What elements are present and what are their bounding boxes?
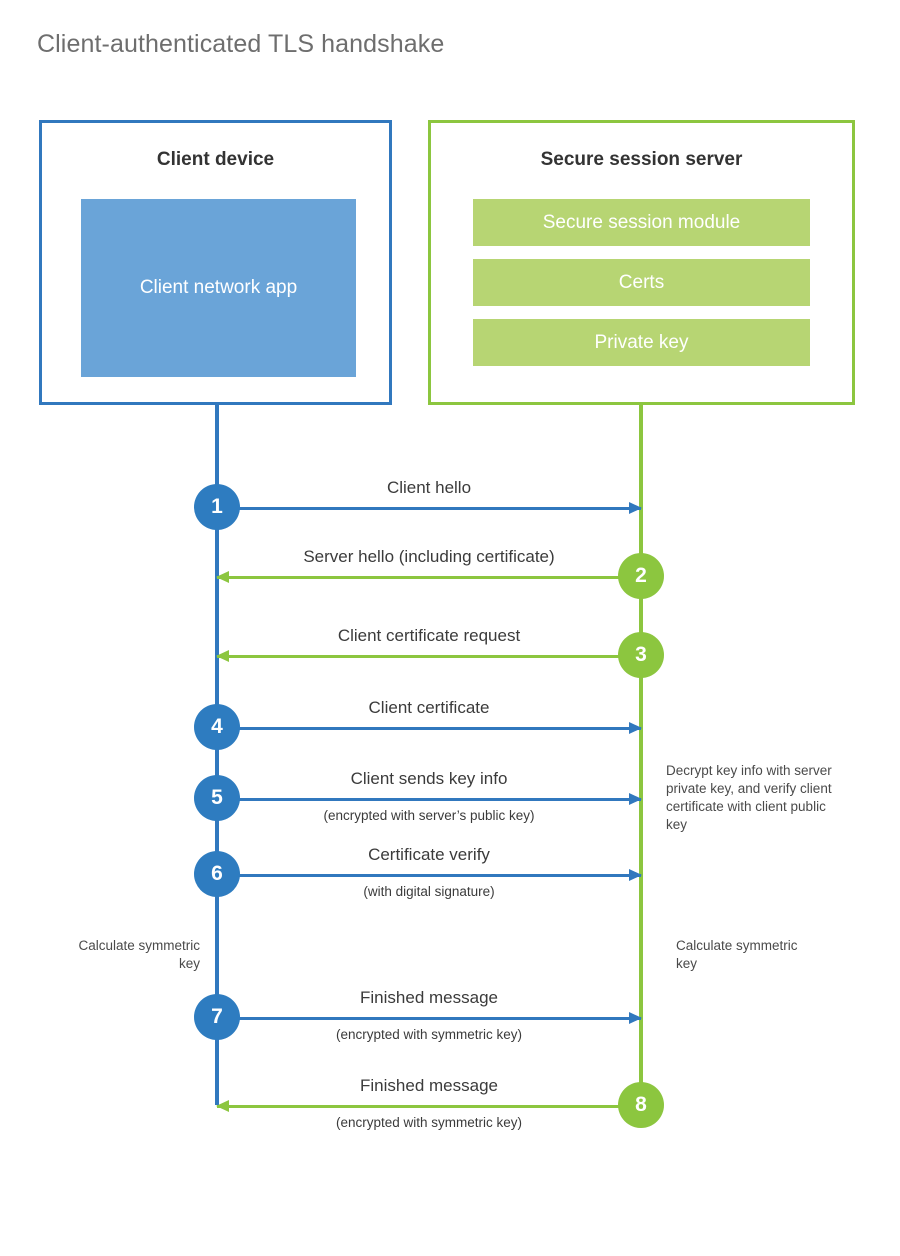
message-8-sublabel: (encrypted with symmetric key) xyxy=(335,1115,523,1130)
arrow-left-icon xyxy=(216,650,229,662)
message-7-label: Finished message xyxy=(360,988,498,1007)
message-6-label: Certificate verify xyxy=(368,845,490,864)
note-client-calculate-symmetric-key: Calculate symmetric key xyxy=(78,938,200,971)
client-device-box: Client device Client network app xyxy=(39,120,392,405)
message-5-label: Client sends key info xyxy=(350,769,508,788)
secure-session-server-title: Secure session server xyxy=(540,149,743,170)
message-6-sublabel: (with digital signature) xyxy=(363,884,495,899)
note-server-decrypt: Decrypt key info with server private key… xyxy=(666,763,832,832)
server-lifeline xyxy=(639,405,643,1105)
server-component-secure-session-module: Secure session module xyxy=(473,199,810,246)
client-device-title: Client device xyxy=(156,149,275,170)
arrow-left-icon xyxy=(216,571,229,583)
client-lifeline xyxy=(215,405,219,1105)
message-1-label: Client hello xyxy=(386,478,472,497)
step-circle-4: 4 xyxy=(194,704,240,750)
message-4-line xyxy=(217,722,642,734)
message-2-line xyxy=(216,571,641,583)
message-7-sublabel: (encrypted with symmetric key) xyxy=(335,1027,523,1042)
message-4-label: Client certificate xyxy=(368,698,490,717)
message-5-sublabel: (encrypted with server’s public key) xyxy=(323,808,535,823)
server-component-private-key: Private key xyxy=(473,319,810,366)
step-circle-6: 6 xyxy=(194,851,240,897)
arrow-left-icon xyxy=(216,1100,229,1112)
arrow-right-icon xyxy=(629,722,642,734)
message-8-line xyxy=(216,1100,641,1112)
step-circle-2: 2 xyxy=(618,553,664,599)
step-circle-1: 1 xyxy=(194,484,240,530)
secure-session-server-box: Secure session server Secure session mod… xyxy=(428,120,855,405)
step-circle-3: 3 xyxy=(618,632,664,678)
message-8-label: Finished message xyxy=(360,1076,498,1095)
message-1-line xyxy=(217,502,642,514)
arrow-right-icon xyxy=(629,502,642,514)
step-circle-8: 8 xyxy=(618,1082,664,1128)
message-5-line xyxy=(217,793,642,805)
page-title: Client-authenticated TLS handshake xyxy=(37,30,445,58)
step-circle-7: 7 xyxy=(194,994,240,1040)
server-component-certs: Certs xyxy=(473,259,810,306)
message-3-line xyxy=(216,650,641,662)
server-component-list: Secure session module Certs Private key xyxy=(473,199,810,379)
arrow-right-icon xyxy=(629,793,642,805)
message-7-line xyxy=(217,1012,642,1024)
message-3-label: Client certificate request xyxy=(337,626,521,645)
message-6-line xyxy=(217,869,642,881)
note-server-calculate-symmetric-key: Calculate symmetric key xyxy=(676,938,798,971)
step-circle-5: 5 xyxy=(194,775,240,821)
client-network-app-block: Client network app xyxy=(81,199,356,377)
arrow-right-icon xyxy=(629,869,642,881)
arrow-right-icon xyxy=(629,1012,642,1024)
message-2-label: Server hello (including certificate) xyxy=(303,547,555,566)
